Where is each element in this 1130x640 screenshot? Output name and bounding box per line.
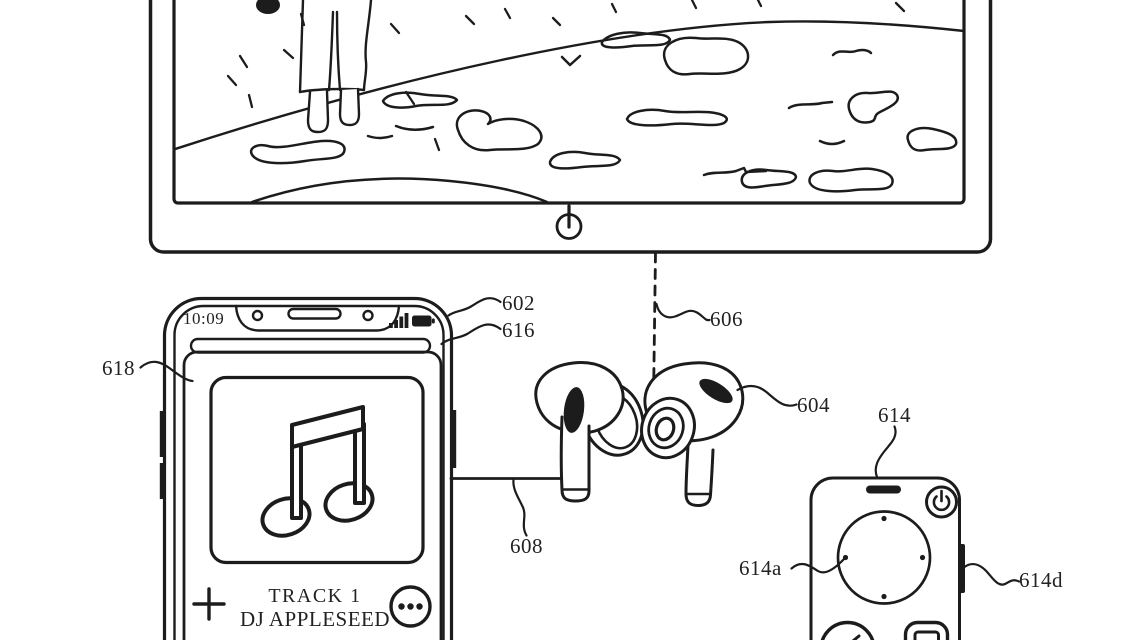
- earbud-grille: [699, 378, 733, 404]
- camera-dot-icon: [362, 309, 374, 322]
- back-arrow-icon: [851, 634, 861, 640]
- now-playing-text: TRACK 1 DJ APPLESEED: [215, 585, 415, 631]
- craters: [249, 31, 958, 203]
- remote-dpad: [836, 510, 932, 605]
- leader-606: [655, 302, 711, 322]
- callout-614a: 614a: [739, 556, 782, 580]
- callout-614: 614: [878, 403, 911, 427]
- left-boot: [306, 89, 330, 134]
- leader-618: [139, 360, 194, 383]
- surface-mark: [787, 100, 834, 110]
- callout-614d: 614d: [1019, 568, 1063, 592]
- callout-602: 602: [502, 291, 535, 315]
- mound: [250, 177, 549, 203]
- crater-blob: [625, 108, 728, 127]
- callout-604: 604: [797, 393, 830, 417]
- crater-blob: [381, 91, 459, 109]
- remote-side-button: [958, 544, 965, 593]
- ellipsis-button: [389, 585, 432, 628]
- earbud-grille: [563, 387, 585, 433]
- tv-display: [148, 0, 993, 254]
- leader-lines: [139, 297, 1021, 586]
- crater-blob: [548, 150, 622, 170]
- tv-scene: [175, 0, 963, 203]
- right-boot: [338, 87, 361, 127]
- ellipsis-icon: [398, 603, 423, 610]
- crater-blob: [740, 168, 798, 189]
- dark-spot: [256, 0, 280, 14]
- crater-blob: [906, 126, 958, 152]
- tv-screen-bezel: [172, 0, 966, 205]
- surface-mark: [702, 166, 768, 177]
- left-earbud: [534, 361, 645, 503]
- signal-bars-icon: [389, 313, 409, 328]
- remote-screen-button: [903, 620, 950, 640]
- album-art-card: [209, 375, 425, 565]
- screen-button-icon: [913, 630, 940, 640]
- person-legs: [298, 0, 373, 134]
- smartphone: [159, 296, 457, 640]
- phone-notch: [234, 304, 401, 332]
- callout-608: 608: [510, 534, 543, 558]
- remote-power-button: [925, 485, 958, 519]
- screen-top-bar: [189, 337, 432, 354]
- speaker-slot-icon: [287, 307, 342, 320]
- surface-mark: [394, 124, 435, 131]
- mic-slot-icon: [866, 485, 901, 494]
- phone-status-time: 10:09: [183, 309, 225, 328]
- power-side-button: [451, 410, 457, 468]
- crater-blob: [249, 139, 346, 165]
- track-artist: DJ APPLESEED: [239, 607, 391, 631]
- surface-mark: [818, 139, 846, 146]
- crater-blob: [600, 31, 672, 49]
- callout-616: 616: [502, 318, 535, 342]
- phone-side-buttons: [159, 410, 457, 499]
- phone-bezel: [173, 304, 445, 640]
- remote-body: [809, 476, 961, 640]
- leader-614d: [963, 563, 1021, 586]
- callout-606: 606: [710, 307, 743, 331]
- volume-up-button: [159, 411, 165, 457]
- crater-blob: [455, 109, 543, 152]
- volume-down-button: [159, 463, 165, 499]
- leader-616: [440, 323, 502, 346]
- camera-dot-icon: [251, 309, 264, 322]
- crater-blob: [847, 90, 900, 124]
- earbuds: [534, 361, 745, 507]
- tv-earbud-dashed-link: [652, 251, 657, 402]
- surface-mark: [366, 134, 394, 140]
- track-title: TRACK 1: [268, 585, 362, 607]
- tv-outer-frame: [148, 0, 993, 254]
- leader-602: [447, 297, 502, 317]
- surface-mark: [831, 48, 873, 57]
- leader-604: [736, 385, 798, 407]
- sky-dashes: [226, 0, 906, 152]
- phone-screen: [182, 350, 443, 640]
- remote-back-button: [820, 620, 875, 640]
- battery-icon: [412, 315, 435, 327]
- leader-614: [874, 425, 897, 479]
- power-icon: [932, 489, 951, 512]
- plus-icon: [192, 587, 226, 621]
- surface-mark: [560, 54, 582, 67]
- tv-power-icon: [555, 204, 583, 240]
- right-earbud: [640, 361, 745, 507]
- leader-608: [512, 478, 528, 537]
- phone-bottom-controls: [192, 585, 432, 628]
- crater-blob: [808, 167, 894, 193]
- crater-blob: [662, 36, 750, 76]
- callout-618: 618: [102, 356, 135, 380]
- leader-614a: [790, 557, 846, 574]
- phone-status-icons: [389, 313, 435, 328]
- remote-control: [809, 476, 965, 640]
- horizon-line: [175, 20, 963, 151]
- music-note-icon: [260, 405, 375, 538]
